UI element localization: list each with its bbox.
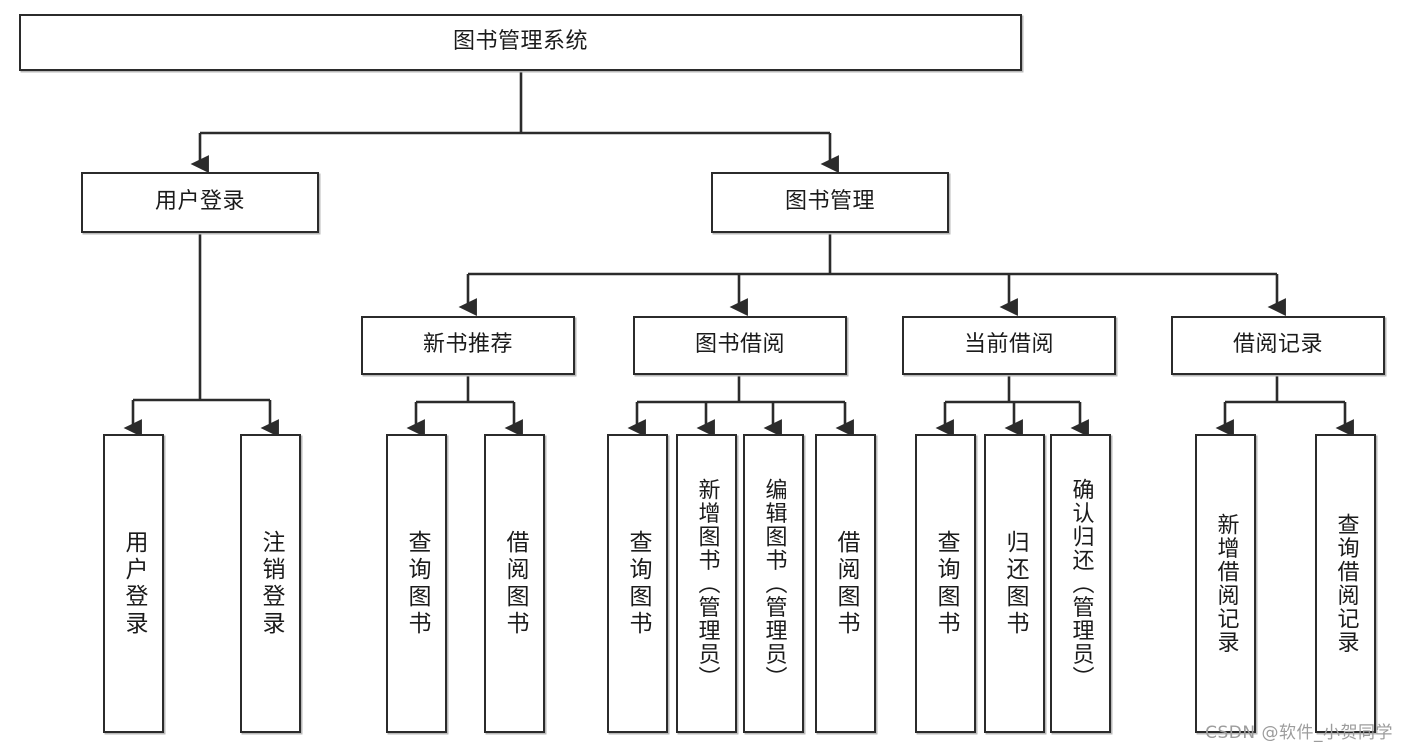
node-leaf-user-login-label: 用户登录: [121, 529, 147, 638]
node-leaf-query-book-3[interactable]: 查询图书: [915, 434, 976, 733]
node-leaf-borrow-book-2-label: 借阅图书: [833, 529, 859, 638]
node-leaf-query-book-1-label: 查询图书: [404, 529, 430, 638]
node-leaf-logout[interactable]: 注销登录: [240, 434, 301, 733]
node-user-login[interactable]: 用户登录: [81, 172, 319, 233]
node-current-borrow[interactable]: 当前借阅: [902, 316, 1116, 375]
node-book-manage[interactable]: 图书管理: [711, 172, 949, 233]
node-leaf-add-record-label: 新增借阅记录: [1213, 513, 1239, 654]
node-leaf-confirm-return[interactable]: 确认归还（管理员）: [1050, 434, 1111, 733]
node-leaf-return-book-label: 归还图书: [1002, 529, 1028, 638]
node-leaf-return-book[interactable]: 归还图书: [984, 434, 1045, 733]
node-leaf-query-book-3-label: 查询图书: [933, 529, 959, 638]
csdn-watermark: CSDN @软件_小贺同学: [1205, 723, 1393, 743]
node-leaf-add-book-label: 新增图书（管理员）: [694, 477, 720, 690]
node-root-label: 图书管理系统: [452, 29, 588, 55]
node-book-borrow-label: 图书借阅: [694, 332, 785, 358]
node-book-borrow[interactable]: 图书借阅: [633, 316, 847, 375]
node-leaf-edit-book[interactable]: 编辑图书（管理员）: [743, 434, 804, 733]
node-leaf-query-book-1[interactable]: 查询图书: [386, 434, 447, 733]
node-borrow-record[interactable]: 借阅记录: [1171, 316, 1385, 375]
node-root[interactable]: 图书管理系统: [19, 14, 1022, 71]
node-leaf-query-record-label: 查询借阅记录: [1333, 513, 1359, 654]
node-book-manage-label: 图书管理: [784, 189, 875, 215]
node-leaf-query-book-2-label: 查询图书: [625, 529, 651, 638]
node-current-borrow-label: 当前借阅: [963, 332, 1054, 358]
node-leaf-query-book-2[interactable]: 查询图书: [607, 434, 668, 733]
node-new-book-rec-label: 新书推荐: [422, 332, 513, 358]
node-leaf-add-book[interactable]: 新增图书（管理员）: [676, 434, 737, 733]
node-leaf-borrow-book-1[interactable]: 借阅图书: [484, 434, 545, 733]
node-leaf-borrow-book-1-label: 借阅图书: [502, 529, 528, 638]
node-leaf-borrow-book-2[interactable]: 借阅图书: [815, 434, 876, 733]
node-borrow-record-label: 借阅记录: [1232, 332, 1323, 358]
node-leaf-confirm-return-label: 确认归还（管理员）: [1068, 477, 1094, 690]
node-leaf-user-login[interactable]: 用户登录: [103, 434, 164, 733]
node-leaf-edit-book-label: 编辑图书（管理员）: [761, 477, 787, 690]
node-user-login-label: 用户登录: [154, 189, 245, 215]
node-leaf-logout-label: 注销登录: [258, 529, 284, 638]
node-new-book-rec[interactable]: 新书推荐: [361, 316, 575, 375]
node-leaf-query-record[interactable]: 查询借阅记录: [1315, 434, 1376, 733]
node-leaf-add-record[interactable]: 新增借阅记录: [1195, 434, 1256, 733]
